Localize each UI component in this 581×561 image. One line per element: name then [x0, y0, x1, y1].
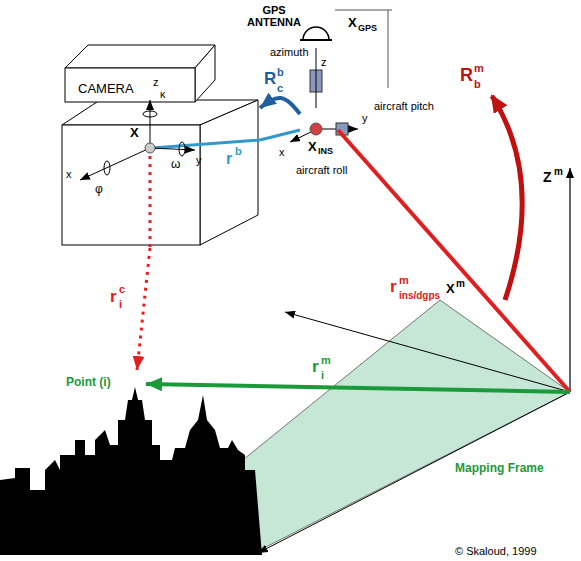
diagram-label: i	[119, 298, 122, 310]
vector-connector	[338, 130, 570, 392]
diagram-label: m	[554, 166, 563, 177]
gps-antenna	[303, 27, 329, 40]
diagram-label: aircraft pitch	[374, 100, 434, 112]
vector-connector	[137, 248, 150, 370]
rotation-symbol	[179, 142, 185, 156]
camera-axis	[150, 100, 151, 148]
z-axis	[569, 168, 570, 392]
diagram-label: m	[399, 274, 409, 286]
x-axis	[285, 312, 570, 392]
node-text: GPS ANTENNA	[238, 4, 310, 28]
camera-lid	[65, 68, 195, 102]
camera-body	[200, 100, 258, 245]
diagram-label: Z	[543, 170, 552, 185]
diagram-label: r	[390, 278, 397, 297]
diagram-label: i	[321, 369, 324, 381]
diagram-label: X	[130, 126, 139, 140]
diagram-label: z	[153, 76, 159, 88]
diagram-label: m	[474, 62, 484, 74]
mapping-plane	[228, 300, 570, 550]
diagram-label: b	[235, 145, 242, 157]
diagram-label: c	[277, 82, 283, 94]
diagram-label: aircraft roll	[296, 164, 347, 176]
ins-unit: XINS	[300, 108, 338, 162]
rotation-arrow	[492, 96, 522, 300]
ins-origin	[310, 123, 322, 135]
diagram-label: r	[110, 288, 117, 307]
vector-connector	[316, 48, 317, 108]
camera-axis	[80, 148, 150, 180]
camera-origin	[145, 143, 155, 153]
diagram-label: b	[474, 78, 481, 90]
lever-arm-bracket	[335, 10, 392, 88]
gps-antenna: GPS ANTENNA XGPS	[226, 2, 396, 48]
node-text: X	[308, 140, 317, 154]
node-text: CAMERA	[78, 82, 134, 96]
node-text: GPS	[358, 24, 377, 34]
mapping-frame: Mapping Frame	[225, 290, 573, 554]
city-silhouette	[0, 387, 262, 555]
diagram-label: b	[277, 66, 284, 78]
diagram-label: X	[446, 282, 455, 296]
vector-line	[149, 148, 152, 248]
vector-connector	[260, 98, 300, 114]
diagram-label: m	[234, 528, 243, 539]
diagram-label: m	[321, 354, 331, 366]
y-axis	[258, 392, 570, 553]
diagram-label: y	[196, 154, 202, 166]
diagram-label: y	[362, 112, 368, 124]
vector-connector	[260, 130, 300, 140]
diagram-label: R	[460, 66, 473, 86]
diagram-label: φ	[95, 183, 103, 196]
diagram-label: Y	[224, 532, 233, 546]
diagram-label: κ	[160, 88, 166, 100]
target-point: Point (i)	[62, 370, 146, 398]
node-text: X	[348, 16, 357, 30]
diagram-label: z	[321, 56, 327, 68]
diagram-label: m	[456, 278, 465, 289]
camera-lid	[65, 45, 215, 68]
ins-axis	[290, 132, 311, 142]
diagram-label: r	[312, 358, 319, 377]
diagram-label: ω	[171, 158, 180, 171]
camera-lid	[195, 45, 215, 102]
camera-body	[62, 125, 200, 245]
node-text: INS	[318, 147, 333, 157]
camera-box: CAMERA	[60, 42, 260, 248]
diagram-label: r	[226, 150, 232, 168]
diagram-label: © Skaloud, 1999	[455, 545, 537, 557]
vector-connector	[146, 384, 570, 392]
rotation-symbol	[143, 111, 157, 117]
diagram-label: R	[264, 70, 276, 89]
diagram-label: ins/dgps	[399, 290, 440, 301]
diagram-label: x	[279, 146, 285, 158]
gps-antenna	[300, 39, 332, 41]
diagram-label: c	[119, 283, 125, 295]
node-text: Point (i)	[66, 376, 111, 389]
rotation-symbol	[104, 161, 110, 175]
vector-line	[152, 140, 260, 148]
diagram-label: x	[66, 168, 72, 180]
diagram-label: azimuth	[270, 46, 309, 58]
camera-axis	[150, 148, 195, 150]
node-text: Mapping Frame	[455, 462, 544, 475]
